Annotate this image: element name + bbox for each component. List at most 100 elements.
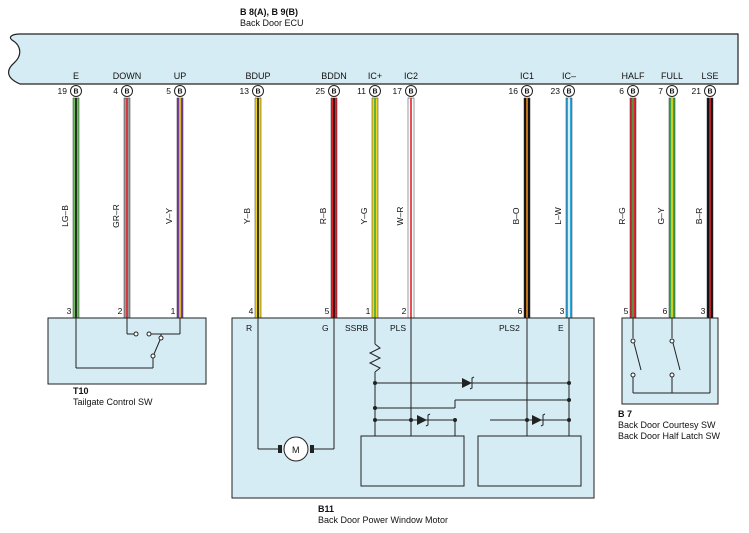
ecu-pin-label-3: UP [174,71,187,81]
b7-code: B 7 [618,409,632,419]
sensor-circuit [360,318,582,487]
wire-code-5: R–B [318,207,328,224]
motor-icon [283,436,309,462]
bottom-pin-5: 5 [325,306,330,316]
ecu-connector-letter-4: B [255,89,260,96]
ecu-connector-badge-12 [704,85,716,97]
ecu-pin-number-4: 13 [240,86,250,96]
ecu-pin-number-10: 6 [619,86,624,96]
ecu-connector-letter-10: B [630,89,635,96]
b7-name-2: Back Door Half Latch SW [618,431,721,441]
wire-8 [523,97,531,319]
bottom-pin-2: 2 [118,306,123,316]
wire-10 [629,97,637,319]
ecu-pin-number-6: 11 [357,86,366,96]
ecu-pin-number-8: 16 [509,86,519,96]
wire-code-2: GR–R [111,204,121,228]
b7-name-1: Back Door Courtesy SW [618,420,716,430]
ecu-pin-number-3: 5 [166,86,171,96]
ecu-pin-number-11: 7 [658,86,663,96]
ecu-pin-label-5: BDDN [321,71,347,81]
ecu-pin-number-12: 21 [692,86,702,96]
ecu-connector-badge-7 [405,85,417,97]
wire-code-8: B–O [511,207,521,224]
wire-6 [371,97,379,319]
motor-label: M [292,445,300,455]
bottom-pin-3: 1 [171,306,176,316]
ecu-pin-label-11: FULL [661,71,683,81]
ecu-connector-badge-1 [70,85,82,97]
b11-terminal-r: R [246,323,252,333]
b11-name: Back Door Power Window Motor [318,515,448,525]
wire-layer [72,97,714,319]
t10-code: T10 [73,386,89,396]
wire-code-11: G–Y [656,207,666,224]
b11-terminal-pls: PLS [390,323,406,333]
ecu-connector-badge-9 [563,85,575,97]
ecu-connector-badge-2 [121,85,133,97]
ecu-pin-label-8: IC1 [520,71,534,81]
ecu-connector-badge-11 [666,85,678,97]
wire-9 [565,97,573,319]
bottom-pin-9: 3 [560,306,565,316]
ecu-connector-letter-8: B [524,89,529,96]
ecu-pin-label-1: E [73,71,79,81]
wire-12 [706,97,714,319]
wire-code-1: LG–B [60,205,70,227]
wire-2 [123,97,131,319]
b11-terminal-pls2: PLS2 [499,323,520,333]
ecu-pin-number-5: 25 [316,86,326,96]
ecu-connector-letter-5: B [331,89,336,96]
ecu-connector-code: B 8(A), B 9(B) [240,7,298,17]
bottom-pin-4: 4 [249,306,254,316]
wire-code-6: Y–G [359,207,369,224]
b11-code: B11 [318,504,334,514]
ecu-connector-letter-2: B [124,89,129,96]
b11-terminal-ssrb: SSRB [345,323,368,333]
bottom-pin-11: 6 [663,306,668,316]
wire-3 [176,97,184,319]
t10-name: Tailgate Control SW [73,397,153,407]
ecu-pin-label-9: IC– [562,71,576,81]
ecu-connector-letter-6: B [372,89,377,96]
ecu-name: Back Door ECU [240,18,304,28]
ecu-connector-badge-6 [369,85,381,97]
ecu-pin-label-4: BDUP [245,71,270,81]
bottom-pin-7: 2 [402,306,407,316]
ecu-pin-label-12: LSE [701,71,718,81]
ecu-connector-letter-9: B [566,89,571,96]
wire-code-3: V–Y [164,208,174,224]
wire-code-10: R–G [617,207,627,224]
ecu-connector-letter-1: B [73,89,78,96]
b11-terminal-g: G [322,323,329,333]
ecu-pin-label-6: IC+ [368,71,382,81]
ecu-pin-number-2: 4 [113,86,118,96]
ecu-connector-badge-5 [328,85,340,97]
ecu-pin-label-2: DOWN [113,71,142,81]
ecu-pin-label-10: HALF [621,71,645,81]
bottom-pin-6: 1 [366,306,371,316]
ecu-pin-number-7: 17 [393,86,403,96]
ecu-pin-number-9: 23 [551,86,561,96]
wire-5 [330,97,338,319]
wire-11 [668,97,676,319]
ecu-connector-badge-10 [627,85,639,97]
ecu-connector-letter-11: B [669,89,674,96]
ecu-connector-letter-3: B [177,89,182,96]
wire-code-12: B–R [694,208,704,225]
wire-7 [407,97,415,319]
bottom-pin-1: 3 [67,306,72,316]
bottom-pin-10: 5 [624,306,629,316]
t10-switch-wiring [75,318,181,369]
wire-code-4: Y–B [242,208,252,224]
ecu-connector-badge-4 [252,85,264,97]
ecu-box [8,33,739,85]
b7-box [621,317,719,405]
b7-switch-wiring [630,318,711,394]
b11-terminal-e: E [558,323,564,333]
